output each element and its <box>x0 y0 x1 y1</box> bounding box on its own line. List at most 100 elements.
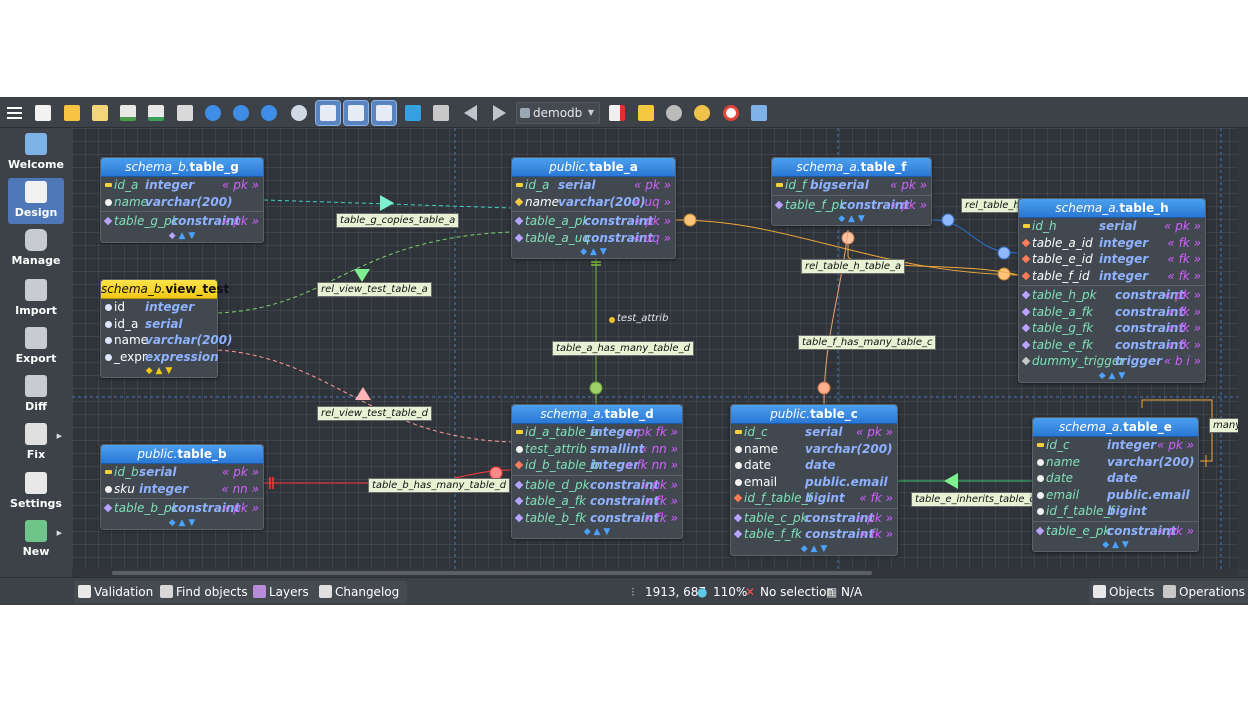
grid-icon[interactable] <box>315 100 341 126</box>
overview-icon[interactable] <box>401 101 425 125</box>
sidebar-item-design[interactable]: Design <box>8 178 64 224</box>
validation-button[interactable]: Validation <box>74 581 162 603</box>
plugins-icon[interactable] <box>690 101 714 125</box>
rel-label-view-a[interactable]: rel_view_test_table_a <box>317 282 432 297</box>
support-icon[interactable] <box>719 101 743 125</box>
rel-label-view-d[interactable]: rel_view_test_table_d <box>317 406 432 421</box>
rel-label-h-truncated[interactable]: rel_table_h_ <box>961 198 1025 213</box>
sidebar-item-manage[interactable]: Manage <box>8 226 64 272</box>
sidebar-item-welcome[interactable]: Welcome <box>8 130 64 176</box>
fix-model-icon[interactable] <box>634 101 658 125</box>
align-grid-icon[interactable] <box>343 100 369 126</box>
horizontal-scrollbar[interactable] <box>72 569 1238 577</box>
vertical-scrollbar[interactable] <box>1238 128 1248 569</box>
menu-icon[interactable] <box>3 101 27 125</box>
new-model-icon[interactable] <box>31 101 55 125</box>
rel-label-many[interactable]: many <box>1209 418 1238 433</box>
page-delimiters-icon[interactable] <box>371 100 397 126</box>
find-objects-button[interactable]: Find objects <box>156 581 256 603</box>
about-icon[interactable] <box>747 101 771 125</box>
model-canvas[interactable]: table_g_copies_table_a rel_view_test_tab… <box>72 128 1238 569</box>
save-as-icon[interactable] <box>144 101 168 125</box>
layers-button[interactable]: Layers <box>249 581 317 603</box>
sidebar-item-fix[interactable]: Fix ▶ <box>8 420 64 466</box>
save-icon[interactable] <box>116 101 140 125</box>
sidebar-item-import[interactable]: Import <box>8 276 64 322</box>
print-icon[interactable] <box>173 101 197 125</box>
sidebar-item-diff[interactable]: Diff <box>8 372 64 418</box>
zoom-out-icon[interactable] <box>201 101 225 125</box>
arrange-icon[interactable] <box>429 101 453 125</box>
sidebar-item-export[interactable]: Export <box>8 324 64 370</box>
database-select[interactable]: demodb ▼ <box>516 102 600 124</box>
operations-button[interactable]: Operations <box>1159 581 1248 603</box>
scrollbar-thumb[interactable] <box>112 571 872 575</box>
objects-button[interactable]: Objects <box>1089 581 1163 603</box>
sidebar-item-settings[interactable]: Settings <box>8 469 64 515</box>
zoom-reset-icon[interactable] <box>229 101 253 125</box>
rel-label-g-a[interactable]: table_g_copies_table_a <box>336 213 460 228</box>
rel-label-f-c[interactable]: table_f_has_many_table_c <box>798 335 937 350</box>
close-model-icon[interactable] <box>605 101 629 125</box>
zoom-in-icon[interactable] <box>257 101 281 125</box>
rel-label-e-c[interactable]: table_e_inherits_table_c <box>911 492 1039 507</box>
rel-label-a-d[interactable]: table_a_has_many_table_d <box>552 341 694 356</box>
find-icon[interactable] <box>287 101 311 125</box>
back-icon[interactable] <box>459 101 483 125</box>
recent-icon[interactable] <box>88 101 112 125</box>
rel-label-b-d[interactable]: table_b_has_many_table_d <box>368 478 511 493</box>
rel-label-h-a[interactable]: rel_table_h_table_a <box>801 259 906 274</box>
sidebar-item-new[interactable]: New ▶ <box>8 517 64 563</box>
open-icon[interactable] <box>60 101 84 125</box>
changelog-button[interactable]: Changelog <box>315 581 408 603</box>
